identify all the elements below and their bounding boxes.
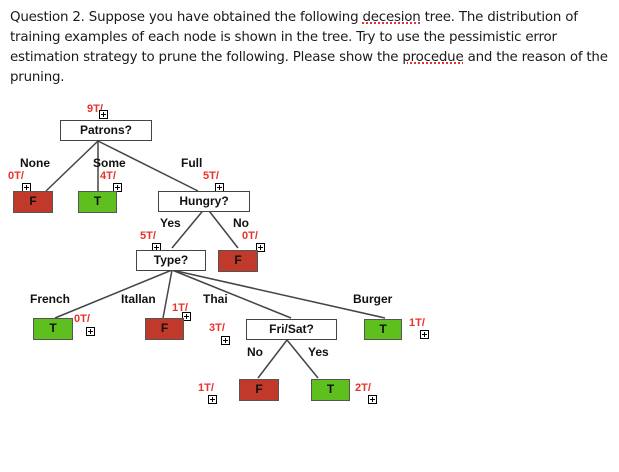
misspelled-word-procedue: procedue [402, 50, 464, 65]
edge-label-some: Some [93, 156, 126, 170]
edge-label-burger: Burger [353, 292, 393, 306]
patrons-node: Patrons? [60, 120, 152, 141]
leaf-true-frisat-yes: T [311, 379, 350, 401]
leaf-false-none: F [13, 191, 53, 213]
hungry-node: Hungry? [158, 191, 250, 212]
expand-icon[interactable] [368, 395, 377, 404]
frisat-no-leaf-count: 1T/ [198, 382, 214, 394]
question-prefix: Question 2. Suppose you have obtained th… [10, 10, 363, 25]
root-count: 9T/ [87, 103, 103, 115]
frisat-node: Fri/Sat? [246, 319, 337, 340]
frisat-yes-leaf-count: 2T/ [355, 382, 371, 394]
edge-label-no: No [233, 216, 249, 230]
hungry-count: 5T/ [203, 170, 219, 182]
leaf-true-some: T [78, 191, 117, 213]
leaf-true-french: T [33, 318, 73, 340]
expand-icon[interactable] [86, 327, 95, 336]
edge-label-thai: Thai [203, 292, 228, 306]
edge-label-italian: Itallan [121, 292, 156, 306]
edge-label-full: Full [181, 156, 203, 170]
leaf-true-burger: T [364, 319, 402, 340]
edge-label-none: None [20, 156, 50, 170]
type-node: Type? [136, 250, 206, 271]
italian-leaf-count: 1T/ [172, 302, 188, 314]
some-leaf-count: 4T/ [100, 170, 116, 182]
expand-icon[interactable] [256, 243, 265, 252]
edge-label-yes: Yes [308, 345, 329, 359]
hungry-no-leaf-count: 0T/ [242, 230, 258, 242]
question-suffix: and the reason of the pruning. [10, 50, 608, 85]
frisat-count: 3T/ [209, 322, 225, 334]
expand-icon[interactable] [113, 183, 122, 192]
expand-icon[interactable] [208, 395, 217, 404]
edge-label-no: No [247, 345, 263, 359]
expand-icon[interactable] [221, 336, 230, 345]
expand-icon[interactable] [420, 330, 429, 339]
leaf-false-italian: F [145, 318, 184, 340]
leaf-false-hungry-no: F [218, 250, 258, 272]
misspelled-word-decesion: decesion [362, 10, 421, 25]
expand-icon[interactable] [182, 312, 191, 321]
question-text: Question 2. Suppose you have obtained th… [10, 8, 610, 88]
edge-label-french: French [30, 292, 71, 306]
type-count: 5T/ [140, 230, 156, 242]
edge-label-yes: Yes [160, 216, 181, 230]
french-leaf-count: 0T/ [74, 313, 90, 325]
expand-icon[interactable] [99, 110, 108, 119]
burger-leaf-count: 1T/ [409, 317, 425, 329]
leaf-false-frisat-no: F [239, 379, 279, 401]
question-middle: tree. The distribution of training examp… [10, 10, 578, 65]
none-leaf-count: 0T/ [8, 170, 24, 182]
